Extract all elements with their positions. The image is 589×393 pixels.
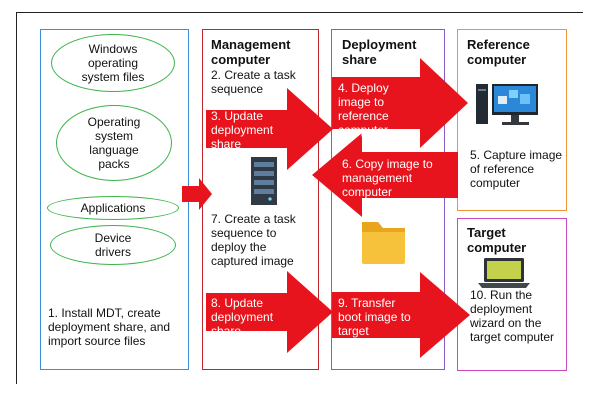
diagram-frame [16,12,583,384]
arrow-step9-to-target [332,272,470,358]
language-packs-label: Operating system language packs [87,115,141,171]
arrow-step3-to-share [206,88,333,170]
step7-text: 7. Create a task sequence to deploy the … [211,212,296,268]
applications-label: Applications [80,201,146,215]
step1-text: 1. Install MDT, create deployment share,… [48,306,171,348]
step3-text: 3. Update deployment share [211,109,274,151]
device-drivers-label: Device drivers [94,231,132,259]
deployment-share-box [331,29,445,370]
management-computer-title: Management computer [211,37,291,67]
target-computer-box [457,218,567,371]
step5-text: 5. Capture image of reference computer [470,148,563,190]
arrow-sources-to-management [182,178,212,210]
arrow-step8-to-share [206,271,333,353]
step4-text: 4. Deploy image to reference computer [338,81,389,137]
deployment-share-title: Deployment share [342,37,417,67]
step2-text: 2. Create a task sequence [211,68,296,96]
reference-computer-title: Reference computer [467,37,530,67]
language-packs-oval: Operating system language packs [56,105,172,181]
step6-text: 6. Copy image to management computer [342,157,433,199]
reference-computer-box [457,29,567,211]
arrow-step6-to-management [312,133,458,217]
windows-files-label: Windows operating system files [81,42,145,84]
step8-text: 8. Update deployment share [211,296,274,338]
target-computer-title: Target computer [467,225,527,255]
applications-oval: Applications [47,196,179,220]
step9-text: 9. Transfer boot image to target compute… [338,296,411,352]
step10-text: 10. Run the deployment wizard on the tar… [470,288,555,344]
arrow-step4-to-reference [332,58,468,148]
device-drivers-oval: Device drivers [50,225,176,265]
windows-files-oval: Windows operating system files [51,34,175,92]
